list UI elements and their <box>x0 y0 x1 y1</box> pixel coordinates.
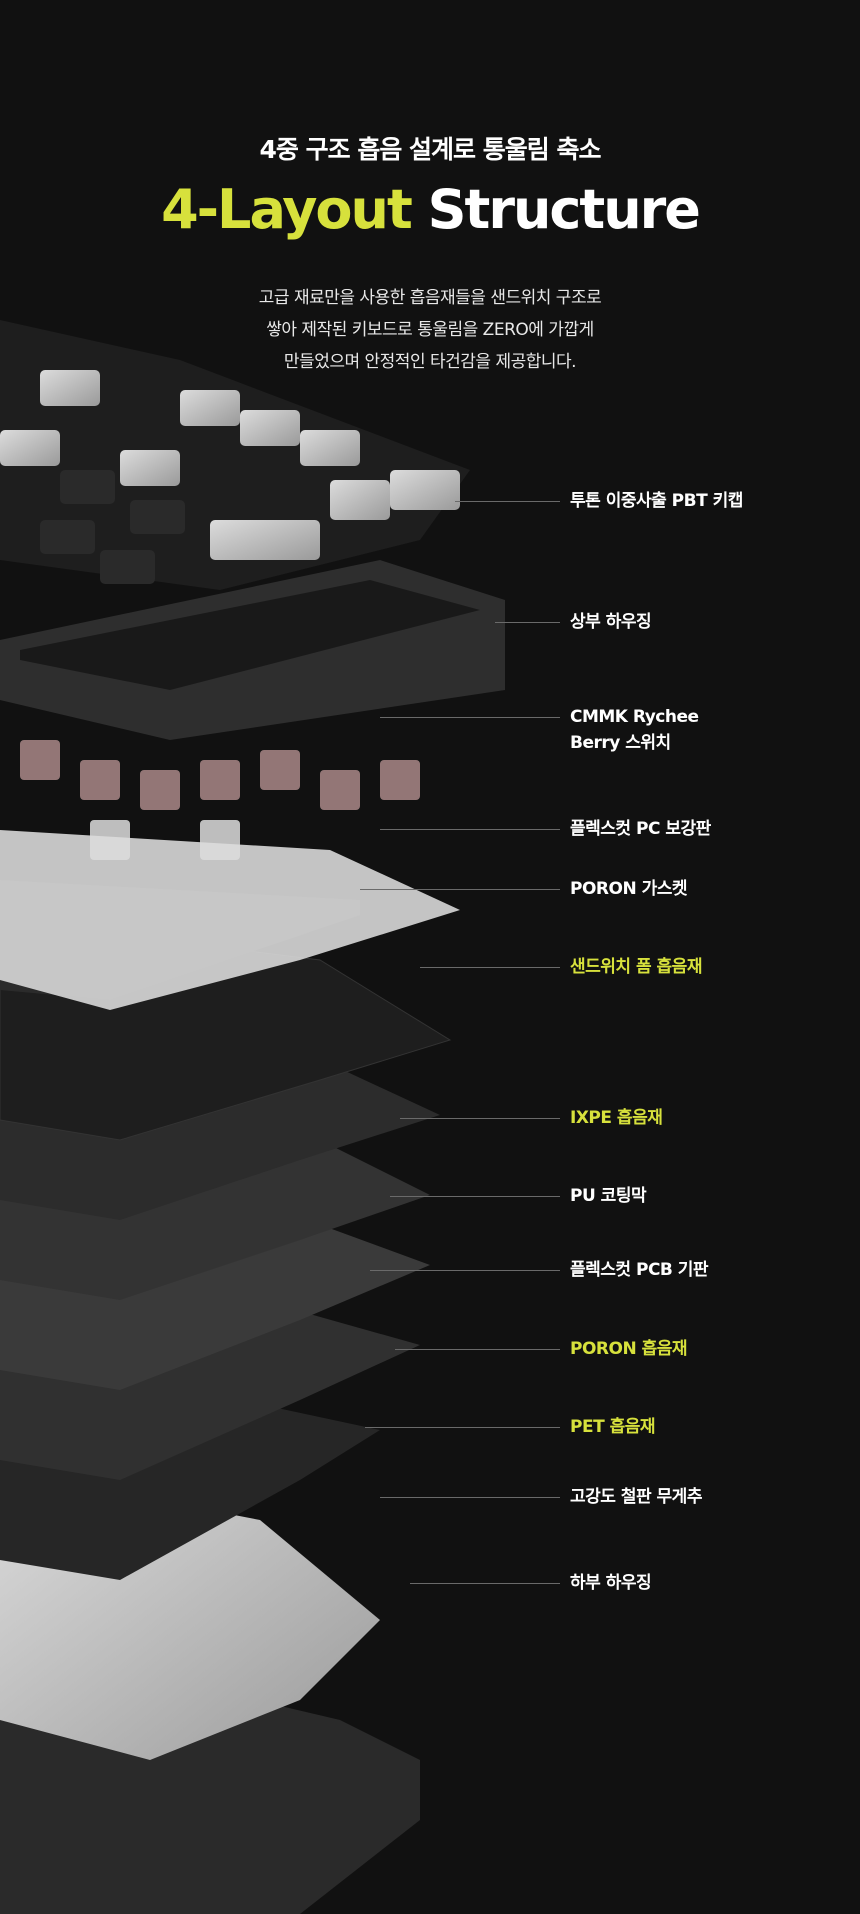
page-title: 4-Layout Structure <box>0 178 860 241</box>
leader-line <box>370 1270 560 1271</box>
label-pu-coating: PU 코팅막 <box>570 1186 647 1206</box>
leader-line <box>380 1497 560 1498</box>
subtitle: 4중 구조 흡음 설계로 통울림 축소 <box>259 135 602 164</box>
label-poron-gasket: PORON 가스켓 <box>570 879 688 899</box>
leader-line <box>395 1349 560 1350</box>
leader-line <box>400 1118 560 1119</box>
label-switches: CMMK Rychee <box>570 707 699 727</box>
label-pc-plate: 플렉스컷 PC 보강판 <box>570 819 711 839</box>
description-line: 쌓아 제작된 키보드로 통울림을 ZERO에 가깝게 <box>266 320 594 340</box>
label-bottom-housing: 하부 하우징 <box>570 1573 652 1593</box>
description-line: 만들었으며 안정적인 타건감을 제공합니다. <box>283 352 577 372</box>
label-ixpe: IXPE 흡음재 <box>570 1108 663 1128</box>
title-accent: 4-Layout <box>161 178 413 241</box>
leader-line <box>420 967 560 968</box>
label-top-housing: 상부 하우징 <box>570 612 652 632</box>
label-sandwich-foam: 샌드위치 폼 흡음재 <box>570 957 702 977</box>
leader-line <box>360 889 560 890</box>
label-pet: PET 흡음재 <box>570 1417 656 1437</box>
leader-line <box>410 1583 560 1584</box>
leader-line <box>365 1427 560 1428</box>
leader-line <box>495 622 560 623</box>
keycaps-shape <box>0 320 470 590</box>
leader-line <box>390 1196 560 1197</box>
switches-shape <box>20 740 420 860</box>
leader-line <box>380 717 560 718</box>
title-rest: Structure <box>427 178 701 241</box>
leader-line <box>380 829 560 830</box>
label-switches-line2: Berry 스위치 <box>570 733 671 753</box>
label-poron-foam: PORON 흡음재 <box>570 1339 688 1359</box>
label-pcb: 플렉스컷 PCB 기판 <box>570 1260 709 1280</box>
label-steel-weight: 고강도 철판 무게추 <box>570 1487 702 1507</box>
description-line: 고급 재료만을 사용한 흡음재들을 샌드위치 구조로 <box>258 288 602 308</box>
description: 고급 재료만을 사용한 흡음재들을 샌드위치 구조로 쌓아 제작된 키보드로 통… <box>0 282 860 378</box>
pc-plate-shape <box>0 830 460 1010</box>
label-keycaps: 투톤 이중사출 PBT 키캡 <box>570 491 743 511</box>
leader-line <box>455 501 560 502</box>
